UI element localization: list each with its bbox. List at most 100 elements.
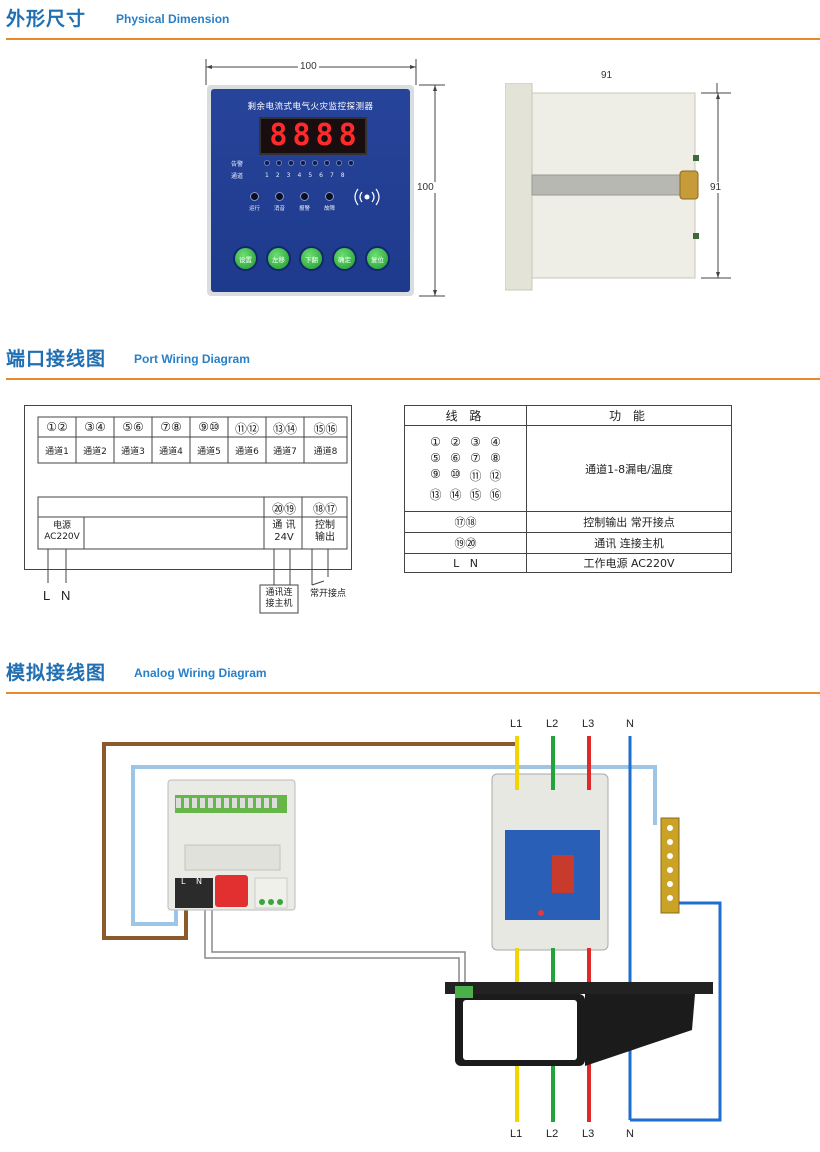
status-led-label: 运行: [249, 206, 261, 212]
led-number: 4: [297, 172, 302, 179]
front-height-label: 100: [415, 182, 436, 193]
led-number: 2: [275, 172, 280, 179]
ctrl-output-label: 控制输出: [315, 520, 335, 543]
channel-label: 通道8: [313, 447, 338, 457]
terminal-pair: ⑦⑧: [160, 420, 182, 434]
channel-label: 通道3: [121, 447, 145, 457]
status-led-row: 运行 消音 报警 故障: [249, 192, 335, 212]
set-button[interactable]: 设置: [235, 248, 256, 269]
analog-wiring-diagram: [102, 736, 722, 1122]
buzzer-icon: [354, 188, 380, 206]
side-depth-label: 91: [599, 70, 615, 81]
status-led-label: 故障: [324, 206, 336, 212]
channel-led: [288, 160, 294, 166]
led-number: 8: [340, 172, 345, 179]
status-led-mute: 消音: [274, 192, 285, 212]
nc-contact-note: 常开接点: [309, 589, 346, 599]
display-digit: 8: [292, 118, 311, 153]
detector-front-panel: 剩余电流式电气火灾监控探测器 8 8 8 8 告警 通道 1 2 3 4 5 6…: [207, 85, 414, 296]
status-led-run: 运行: [249, 192, 260, 212]
detector-module: [167, 779, 296, 911]
left-button[interactable]: 左移: [268, 248, 289, 269]
status-led-alarm: 报警: [299, 192, 310, 212]
channel-led-numbers: 1 2 3 4 5 6 7 8: [265, 172, 345, 179]
table-row: L N 工作电源 AC220V: [404, 553, 732, 573]
terminal-pair: ⑮⑯: [313, 422, 338, 436]
module-label-L: L: [181, 877, 186, 886]
channel-led: [324, 160, 330, 166]
bottom-label-L3: L3: [582, 1128, 595, 1140]
top-label-N: N: [626, 718, 634, 730]
section-divider: [6, 378, 820, 380]
comm-terminals: ⑳⑲: [271, 502, 297, 516]
channel-label: 通道7: [273, 447, 297, 457]
section-divider: [6, 38, 820, 40]
section-title-cn: 模拟接线图: [6, 662, 107, 684]
brown-wire: [102, 742, 517, 940]
module-label-N: N: [196, 877, 202, 886]
led-label-alarm: 告警: [231, 161, 244, 168]
section-title-cn: 外形尺寸: [6, 8, 87, 30]
terminal-pair: ⑨⑩: [198, 420, 220, 434]
top-label-L2: L2: [546, 718, 559, 730]
top-label-L1: L1: [510, 718, 523, 730]
display-digit: 8: [315, 118, 334, 153]
section-title-en: Port Wiring Diagram: [134, 352, 250, 366]
lightblue-wire: [131, 765, 630, 926]
led-number: 5: [308, 172, 313, 179]
side-height-label: 91: [708, 182, 724, 193]
channel-led-row: [264, 160, 354, 166]
table-row: ⑰⑱ 控制输出 常开接点: [404, 511, 732, 533]
table-cell-function: 控制输出 常开接点: [526, 511, 732, 533]
panel-button-row: 设置 左移 下翻 确定 复位: [235, 248, 388, 269]
host-connection-note: 通讯连接主机: [265, 588, 293, 609]
wire-label-L: L: [43, 588, 51, 603]
panel-title: 剩余电流式电气火灾监控探测器: [247, 102, 374, 112]
channel-led: [264, 160, 270, 166]
wire-label-N: N: [61, 588, 71, 603]
table-header-lines: 线 路: [404, 405, 527, 426]
table-cell-lines: ⑲⑳: [404, 532, 527, 554]
table-row: ⑲⑳ 通讯 连接主机: [404, 532, 732, 554]
bottom-label-L2: L2: [546, 1128, 559, 1140]
table-cell-lines: ⑰⑱: [404, 511, 527, 533]
terminal-pair: ⑬⑭: [272, 422, 298, 436]
channel-label: 通道6: [235, 447, 259, 457]
front-width-label: 100: [298, 61, 319, 72]
channel-label: 通道4: [159, 447, 183, 457]
top-label-L3: L3: [582, 718, 595, 730]
bottom-label-L1: L1: [510, 1128, 523, 1140]
led-number: 7: [329, 172, 334, 179]
terminal-pair: ⑪⑫: [234, 422, 260, 436]
channel-led: [300, 160, 306, 166]
table-cell-function: 通道1-8漏电/温度: [526, 425, 732, 512]
power-label: 电源 AC220V: [44, 521, 80, 542]
terminal-row: ①② ③④ ⑤⑥ ⑦⑧ ⑨⑩ ⑪⑫ ⑬⑭ ⑮⑯: [38, 420, 347, 437]
channel-label: 通道2: [83, 447, 107, 457]
led-number: 1: [265, 172, 269, 179]
ctrl-terminals: ⑱⑰: [312, 502, 338, 516]
table-cell-function: 通讯 连接主机: [526, 532, 732, 554]
display-digit: 8: [338, 118, 357, 153]
terminal-pair: ③④: [84, 420, 106, 434]
reset-button[interactable]: 复位: [367, 248, 388, 269]
seven-segment-display: 8 8 8 8: [259, 117, 367, 155]
terminal-pair: ⑤⑥: [122, 420, 144, 434]
down-button[interactable]: 下翻: [301, 248, 322, 269]
display-digit: 8: [269, 118, 288, 153]
channel-led: [276, 160, 282, 166]
section-title-en: Analog Wiring Diagram: [134, 666, 267, 680]
port-wiring-diagram: [24, 405, 352, 614]
channel-label: 通道1: [45, 447, 69, 457]
table-header-function: 功 能: [526, 405, 732, 426]
section-header-analog: 模拟接线图 Analog Wiring Diagram: [6, 658, 820, 694]
circuit-breaker: [491, 773, 609, 951]
confirm-button[interactable]: 确定: [334, 248, 355, 269]
status-led-fault: 故障: [324, 192, 335, 212]
table-cell-lines: L N: [404, 553, 527, 573]
section-header-dimension: 外形尺寸 Physical Dimension: [6, 4, 820, 40]
